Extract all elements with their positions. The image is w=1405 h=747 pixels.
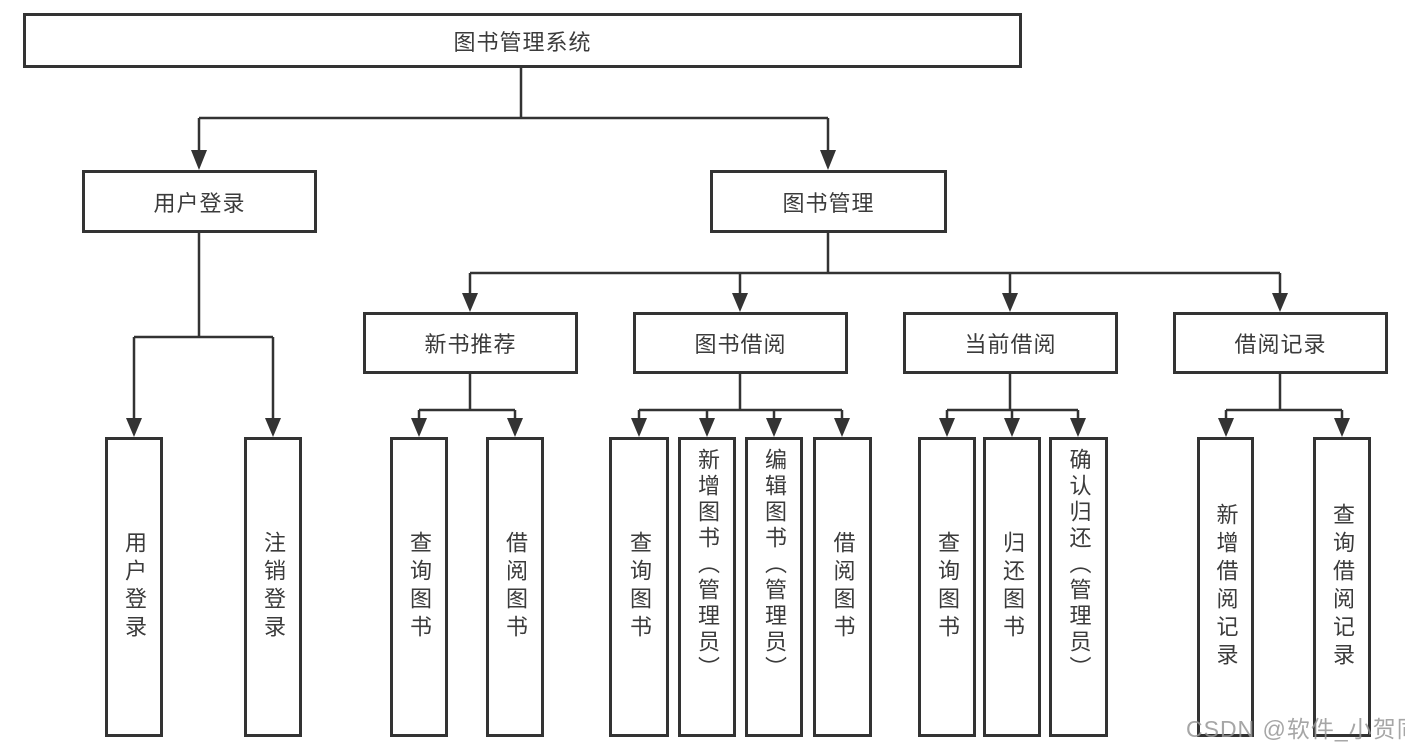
node-book-borrow-label: 图书借阅 [694,332,787,357]
node-new-book-recommend-label: 新书推荐 [424,332,517,357]
node-book-management: 图书管理 [710,170,947,233]
leaf-borrow-borrow-books: 借阅图书 [813,437,872,737]
node-root-label: 图书管理系统 [453,29,592,55]
node-user-login-label: 用户登录 [153,190,246,216]
leaf-recommend-query-books-label: 查询图书 [407,531,432,643]
node-current-borrow-label: 当前借阅 [964,332,1057,357]
arrowhead-icons [126,150,1350,437]
leaf-borrow-add-books: 新增图书（管理员） [678,437,736,737]
leaf-borrow-query-books-label: 查询图书 [627,531,652,643]
leaf-logout-label: 注销登录 [261,531,286,643]
node-borrow-records: 借阅记录 [1173,312,1388,374]
leaf-current-confirm-return: 确认归还（管理员） [1049,437,1108,737]
leaf-borrow-borrow-books-label: 借阅图书 [830,531,856,643]
leaf-records-add-record: 新增借阅记录 [1197,437,1254,737]
leaf-user-login-label: 用户登录 [122,531,147,643]
node-user-login: 用户登录 [82,170,317,233]
leaf-current-query-books-label: 查询图书 [935,531,960,643]
leaf-borrow-query-books: 查询图书 [609,437,669,737]
leaf-current-return-books-label: 归还图书 [1000,531,1025,643]
leaf-borrow-edit-books-label: 编辑图书（管理员） [762,448,787,682]
node-current-borrow: 当前借阅 [903,312,1118,374]
leaf-current-query-books: 查询图书 [918,437,976,737]
leaf-user-login: 用户登录 [105,437,163,737]
leaf-borrow-add-books-label: 新增图书（管理员） [695,448,720,682]
leaf-records-query-record: 查询借阅记录 [1313,437,1371,737]
leaf-logout: 注销登录 [244,437,302,737]
leaf-borrow-edit-books: 编辑图书（管理员） [745,437,803,737]
leaf-current-confirm-return-label: 确认归还（管理员） [1066,448,1092,682]
node-book-management-label: 图书管理 [782,190,875,216]
leaf-recommend-query-books: 查询图书 [390,437,448,737]
node-borrow-records-label: 借阅记录 [1234,332,1327,357]
node-root: 图书管理系统 [23,13,1022,68]
node-book-borrow: 图书借阅 [633,312,848,374]
leaf-recommend-borrow-books: 借阅图书 [486,437,544,737]
leaf-current-return-books: 归还图书 [983,437,1041,737]
watermark: CSDN @软件_小贺同学 [1186,716,1405,742]
node-new-book-recommend: 新书推荐 [363,312,578,374]
leaf-recommend-borrow-books-label: 借阅图书 [503,531,528,643]
leaf-records-query-record-label: 查询借阅记录 [1330,503,1355,671]
leaf-records-add-record-label: 新增借阅记录 [1213,503,1239,671]
